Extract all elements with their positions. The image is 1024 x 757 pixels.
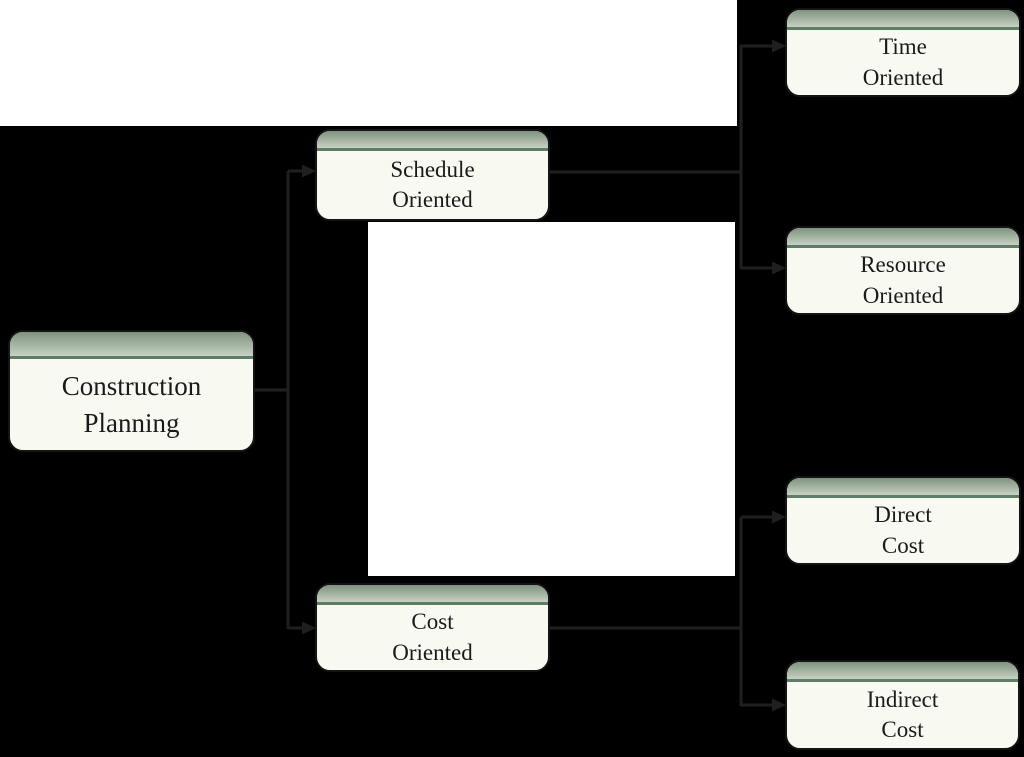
node-time-oriented: Time Oriented — [785, 8, 1021, 97]
background-top-band — [0, 0, 737, 126]
node-resource-oriented: Resource Oriented — [785, 226, 1021, 315]
arrowhead-icon — [772, 261, 786, 275]
node-header-bar — [317, 585, 548, 605]
node-label-line: Resource — [860, 252, 946, 278]
node-label: Direct Cost — [787, 498, 1019, 563]
node-label-line: Cost — [411, 609, 454, 635]
node-header-bar — [787, 228, 1019, 248]
node-label-line: Oriented — [862, 64, 944, 90]
node-header-bar — [317, 131, 548, 151]
node-label-line: Direct — [874, 502, 932, 528]
node-label: Cost Oriented — [317, 605, 548, 670]
node-label-line: Schedule — [390, 156, 475, 182]
node-label-line: Cost — [881, 717, 924, 742]
node-label-line: Planning — [83, 407, 180, 438]
arrowhead-icon — [302, 621, 316, 635]
node-label-line: Oriented — [392, 187, 473, 212]
node-label: Construction Planning — [10, 359, 253, 450]
node-label: Resource Oriented — [787, 248, 1019, 313]
node-header-bar — [10, 332, 253, 359]
node-label-line: Construction — [61, 371, 202, 402]
node-label: Indirect Cost — [787, 682, 1018, 748]
node-label-line: Time — [879, 34, 927, 60]
node-cost-oriented: Cost Oriented — [315, 583, 550, 672]
node-label-line: Cost — [881, 532, 925, 558]
arrowhead-icon — [302, 164, 316, 178]
node-header-bar — [787, 478, 1019, 498]
node-label-line: Indirect — [866, 686, 939, 712]
node-label-line: Oriented — [392, 639, 473, 665]
node-schedule-oriented: Schedule Oriented — [315, 129, 550, 221]
node-label-line: Oriented — [862, 282, 944, 308]
node-header-bar — [787, 10, 1019, 30]
node-header-bar — [787, 662, 1018, 682]
arrowhead-icon — [772, 698, 786, 712]
arrowhead-icon — [772, 39, 786, 53]
node-direct-cost: Direct Cost — [785, 476, 1021, 565]
node-label: Schedule Oriented — [317, 151, 548, 219]
node-construction-planning: Construction Planning — [8, 330, 255, 452]
background-middle-panel — [368, 222, 735, 576]
node-indirect-cost: Indirect Cost — [785, 660, 1020, 750]
arrowhead-icon — [772, 510, 786, 524]
node-label: Time Oriented — [787, 30, 1019, 95]
